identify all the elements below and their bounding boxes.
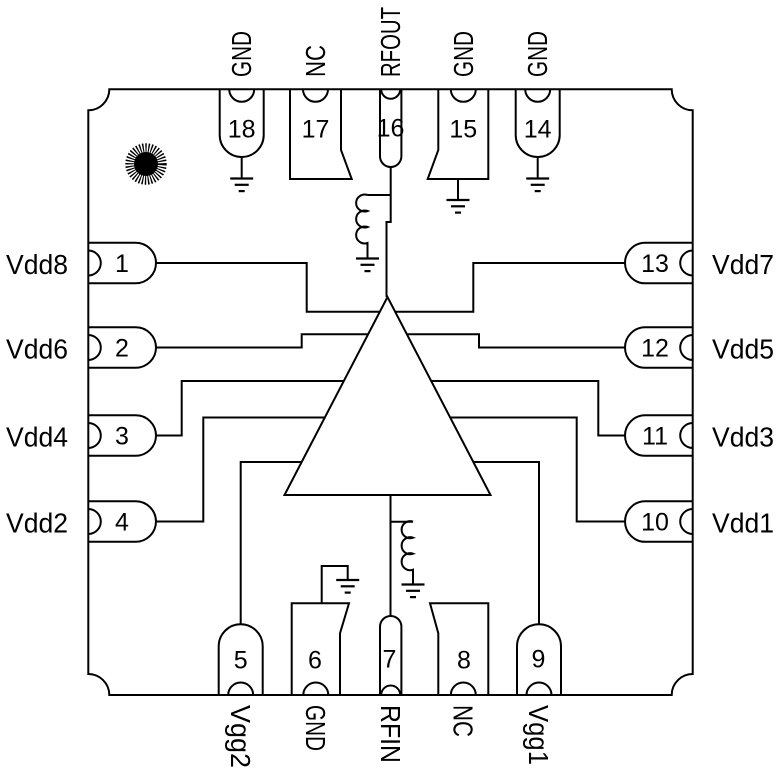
notch-1 <box>88 249 102 277</box>
pad-17 <box>289 89 354 180</box>
ground-symbol-pin14 <box>525 177 551 193</box>
pin-number-17: 17 <box>302 116 330 144</box>
pad-6 <box>290 602 351 695</box>
ground-symbol-pin6 <box>335 578 361 594</box>
wire-pin4 <box>155 416 325 523</box>
notch-3 <box>88 422 102 449</box>
pin-number-8: 8 <box>457 647 471 675</box>
wire-rfout <box>367 167 392 297</box>
notch-16 <box>380 89 402 100</box>
ground-stem-pin6 <box>320 565 349 604</box>
wire-pin9 <box>473 461 540 625</box>
notch-6 <box>302 681 330 696</box>
wire-pin10 <box>450 416 626 523</box>
pin-number-3: 3 <box>115 423 129 451</box>
notch-2 <box>88 334 102 361</box>
pin-number-13: 13 <box>641 250 669 278</box>
pin-number-2: 2 <box>115 335 129 363</box>
notch-7 <box>380 684 402 696</box>
pin-label-rfout-16: RFOUT <box>375 7 406 77</box>
amplifier-triangle <box>282 294 493 496</box>
pad-15 <box>426 89 490 180</box>
pin-number-18: 18 <box>228 116 256 144</box>
wire-pin12 <box>406 333 626 349</box>
pin-label-gnd-18: GND <box>226 31 257 77</box>
wire-pin2 <box>155 333 369 349</box>
pin-label-vdd1-10: Vdd1 <box>712 508 774 539</box>
pin-label-vdd4-3: Vdd4 <box>6 422 68 453</box>
pin-number-4: 4 <box>115 509 129 537</box>
inductor-rfout-coil <box>355 193 371 259</box>
ground-symbol-pin15 <box>445 198 471 214</box>
wire-pin1 <box>155 262 380 313</box>
pin-label-vdd6-2: Vdd6 <box>6 334 68 365</box>
pin-label-nc-8: NC <box>448 705 479 737</box>
pin-number-12: 12 <box>641 335 669 363</box>
pin-label-rfin-7: RFIN <box>375 705 406 763</box>
notch-11 <box>679 422 693 449</box>
pin-number-9: 9 <box>532 646 546 674</box>
pin-number-1: 1 <box>115 250 129 278</box>
wire-pin13 <box>395 262 626 313</box>
ground-symbol-rfin-coil <box>400 583 426 599</box>
notch-5 <box>227 681 255 696</box>
inductor-rfin-coil <box>400 520 416 585</box>
pin-number-16: 16 <box>377 115 405 143</box>
ground-symbol-pin18 <box>229 177 255 193</box>
pin-label-gnd-14: GND <box>522 31 553 77</box>
notch-10 <box>679 508 693 535</box>
pin-label-vdd7-13: Vdd7 <box>712 249 774 280</box>
notch-12 <box>679 334 693 361</box>
notch-17 <box>302 89 329 103</box>
pad-16 <box>379 89 403 168</box>
notch-4 <box>88 508 102 535</box>
pin-label-vgg1-9: Vgg1 <box>523 705 554 765</box>
wire-rfin <box>389 495 413 616</box>
notch-14 <box>524 89 552 103</box>
notch-15 <box>449 89 477 103</box>
pin-number-7: 7 <box>383 646 397 674</box>
pin-label-vgg2-5: Vgg2 <box>225 705 256 768</box>
pin-label-gnd-6: GND <box>300 705 331 751</box>
pin-label-gnd-15: GND <box>448 31 479 77</box>
ground-symbol-rfout-coil <box>354 257 381 273</box>
orientation-dot-icon <box>125 143 167 185</box>
wire-pin3 <box>155 380 344 437</box>
notch-18 <box>228 89 256 103</box>
notch-9 <box>525 681 553 696</box>
pin-number-11: 11 <box>642 423 668 451</box>
pad-8 <box>428 602 490 695</box>
wire-pin5 <box>239 461 302 625</box>
notch-8 <box>449 681 477 696</box>
notch-13 <box>679 249 693 277</box>
chip-outline <box>87 88 694 696</box>
pin-label-vdd2-4: Vdd2 <box>6 508 68 539</box>
pin-number-6: 6 <box>308 647 322 675</box>
pin-label-vdd5-12: Vdd5 <box>712 334 774 365</box>
pin-label-vdd3-11: Vdd3 <box>712 422 774 453</box>
pin-number-14: 14 <box>524 116 552 144</box>
pin-label-nc-17: NC <box>300 45 331 77</box>
pad-7 <box>379 615 403 695</box>
pin-number-10: 10 <box>641 509 669 537</box>
wire-pin11 <box>431 380 626 437</box>
pin-number-5: 5 <box>234 647 248 675</box>
pin-number-15: 15 <box>449 116 477 144</box>
pin-label-vdd8-1: Vdd8 <box>6 249 68 280</box>
